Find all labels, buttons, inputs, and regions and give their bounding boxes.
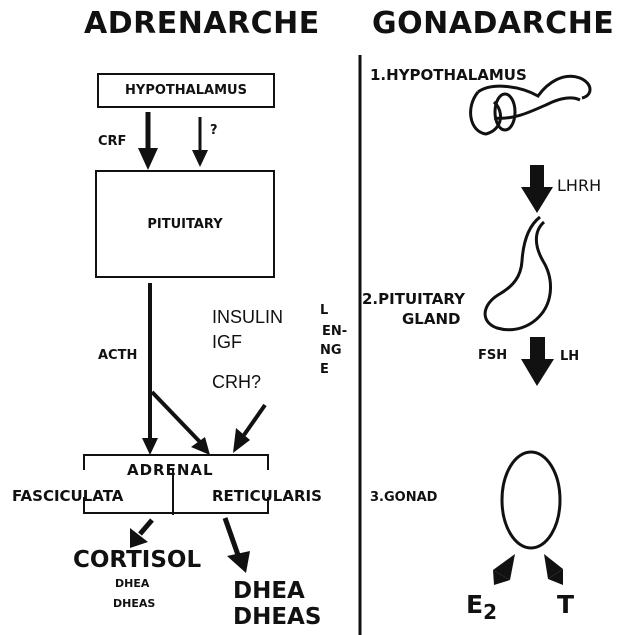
crf-arrow [138, 112, 158, 170]
cortisol-label: CORTISOL [73, 547, 201, 573]
gonad-drawing-icon [502, 452, 560, 548]
t-arrow [544, 554, 563, 585]
t-label: T [557, 590, 574, 619]
gonad-hypothalamus-label: 1.HYPOTHALAMUS [370, 66, 527, 84]
pituitary-box: PITUITARY [95, 170, 275, 278]
igf-label: IGF [212, 332, 242, 353]
hypothalamus-box: HYPOTHALAMUS [97, 73, 275, 108]
dheas-label: DHEAS [233, 604, 321, 630]
unknown-arrow [192, 117, 208, 167]
fasciculata-label: FASCICULATA [12, 487, 123, 505]
gonadarche-title: GONADARCHE [372, 6, 614, 41]
lhrh-label: LHRH [557, 176, 601, 195]
pituitary-gland-label-1: 2.PITUITARY [362, 290, 465, 308]
lhrh-arrow [521, 165, 553, 213]
reticularis-label: RETICULARIS [212, 487, 322, 505]
crf-label: CRF [98, 134, 126, 149]
pituitary-gland-drawing-icon [485, 217, 550, 330]
pituitary-gland-label-2: GLAND [402, 310, 460, 328]
e2-label: E2 [466, 590, 497, 619]
lh-label: LH [560, 349, 579, 364]
e2-subscript: 2 [483, 600, 497, 624]
hypothalamus-label: HYPOTHALAMUS [125, 83, 247, 98]
cortisol-dhea-label: DHEA [115, 577, 149, 590]
e2-arrow [493, 554, 515, 585]
hypothalamus-drawing-icon [471, 76, 590, 134]
partial-text-line-4: E [320, 362, 329, 377]
adrenal-label: ADRENAL [127, 461, 214, 479]
insulin-arrow [233, 405, 265, 453]
insulin-label: INSULIN [212, 307, 283, 328]
e2-base: E [466, 590, 483, 619]
cortisol-dheas-label: DHEAS [113, 597, 155, 610]
dhea-label: DHEA [233, 578, 305, 604]
dhea-arrow [225, 518, 250, 573]
fsh-lh-arrow [521, 337, 554, 386]
unknown-label: ? [210, 123, 218, 138]
partial-text-line-3: NG [320, 343, 342, 358]
acth-label: ACTH [98, 348, 137, 363]
crh-label: CRH? [212, 372, 261, 393]
pituitary-label: PITUITARY [147, 217, 222, 232]
partial-text-line-1: L [320, 303, 328, 318]
acth-arrow [142, 283, 210, 455]
adrenarche-title: ADRENARCHE [84, 6, 320, 41]
cortisol-arrow [130, 520, 152, 548]
fsh-label: FSH [478, 348, 507, 363]
partial-text-line-2: EN- [322, 324, 347, 339]
gonad-label: 3.GONAD [370, 490, 437, 505]
